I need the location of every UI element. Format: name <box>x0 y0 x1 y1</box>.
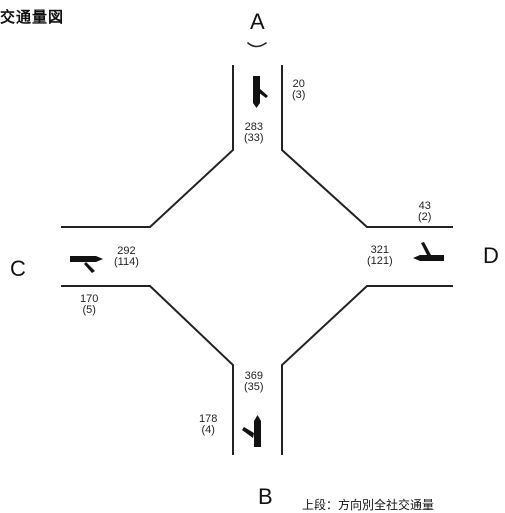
node-label-b: B <box>258 484 273 509</box>
diagram-title: 交通量図 <box>0 8 65 26</box>
volume-total: 292 <box>117 245 136 257</box>
arrow-icon-d <box>413 242 444 261</box>
road-edge-a-left <box>61 65 234 228</box>
road-edge-d-lower <box>281 285 453 455</box>
volume-large: (2) <box>418 211 432 223</box>
volume-a-right: 20 (3) <box>292 79 305 101</box>
volume-large: (4) <box>201 424 215 436</box>
arrow-icon-b <box>242 415 261 447</box>
volume-large: (5) <box>82 304 96 316</box>
volume-b-right: 178 (4) <box>199 414 217 436</box>
road-edge-a-right <box>281 65 453 228</box>
volume-total: 178 <box>199 413 218 425</box>
arrow-icon-a <box>253 76 268 108</box>
volume-large: (121) <box>367 255 393 267</box>
volume-large: (35) <box>244 381 264 393</box>
node-label-a: A <box>250 9 265 34</box>
volume-total: 43 <box>418 200 431 212</box>
volume-total: 369 <box>244 370 263 382</box>
road-edge-c-lower <box>61 285 234 455</box>
arrow-icon-c <box>70 256 103 273</box>
volume-d-right: 43 (2) <box>418 201 431 223</box>
legend-note: 上段：方向別全社交通量 <box>302 498 435 512</box>
volume-c-in: 292 (114) <box>114 246 139 268</box>
volume-large: (3) <box>292 89 306 101</box>
volume-a-in: 283 (33) <box>244 122 264 144</box>
volume-total: 283 <box>244 121 263 133</box>
volume-total: 321 <box>370 244 390 256</box>
volume-d-in: 321 (121) <box>367 245 393 267</box>
node-label-d: D <box>483 243 499 268</box>
volume-total: 170 <box>80 293 99 305</box>
volume-large: (33) <box>244 132 264 144</box>
volume-total: 20 <box>292 78 305 90</box>
node-label-c: C <box>10 256 26 281</box>
volume-b-in: 369 (35) <box>244 371 264 393</box>
volume-large: (114) <box>114 256 139 268</box>
volume-c-right: 170 (5) <box>80 294 98 316</box>
a-top-arc <box>246 41 268 48</box>
